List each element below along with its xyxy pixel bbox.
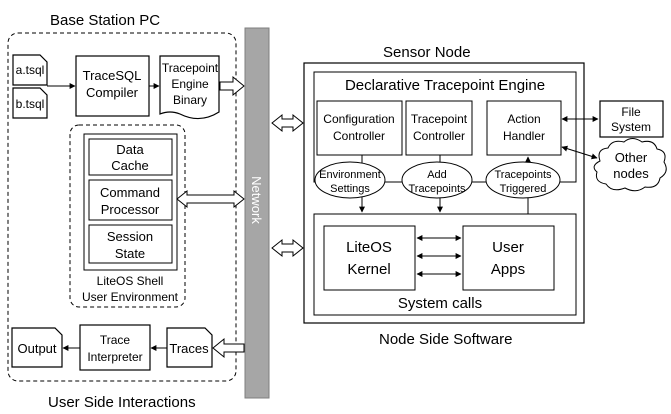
hollow-arrow-binary-network xyxy=(219,75,245,97)
hollow-arrow-network-node-top xyxy=(271,113,304,133)
output-label: Output xyxy=(17,341,56,356)
other-line-1: Other xyxy=(615,150,648,165)
engine-title: Declarative Tracepoint Engine xyxy=(345,77,545,94)
node-side-title: Node Side Software xyxy=(379,331,512,348)
data-cache-line-2: Cache xyxy=(111,158,149,173)
data-cache[interactable]: Data Cache xyxy=(88,138,173,176)
action-line-1: Action xyxy=(507,112,540,126)
network-label: Network xyxy=(249,176,264,224)
file-system[interactable]: File System xyxy=(599,100,664,138)
link-action-othernodes xyxy=(561,145,598,160)
trace-interpreter[interactable]: Trace Interpreter xyxy=(79,324,151,371)
env-line-2: Settings xyxy=(330,183,370,195)
interpreter-line-2: Interpreter xyxy=(87,350,142,364)
kernel-line-1: LiteOS xyxy=(346,239,392,256)
user-apps[interactable]: User Apps xyxy=(462,225,555,291)
action-handler[interactable]: Action Handler xyxy=(486,100,562,156)
shell-label-2: User Environment xyxy=(82,290,179,304)
binary-line-3: Binary xyxy=(173,93,207,107)
sensor-node-title: Sensor Node xyxy=(383,44,471,61)
traces-doc[interactable]: Traces xyxy=(166,327,213,368)
command-line-1: Command xyxy=(100,185,160,200)
oval-environment-settings: Environment Settings xyxy=(314,161,386,199)
trig-line-1: Tracepoints xyxy=(494,169,552,181)
liteos-shell-region xyxy=(69,124,186,308)
file-a[interactable]: a.tsql xyxy=(12,54,48,86)
tracepoint-line-2: Controller xyxy=(413,129,465,143)
fs-line-2: System xyxy=(611,120,651,134)
liteos-kernel[interactable]: LiteOS Kernel xyxy=(323,225,416,291)
base-station-title: Base Station PC xyxy=(50,12,160,29)
compiler-line-2: Compiler xyxy=(86,85,139,100)
session-line-2: State xyxy=(115,246,145,261)
hollow-arrow-network-node-bottom xyxy=(271,238,304,258)
fs-line-1: File xyxy=(621,105,641,119)
shell-label-1: LiteOS Shell xyxy=(97,274,164,288)
add-line-2: Tracepoints xyxy=(408,183,466,195)
config-line-2: Controller xyxy=(333,129,385,143)
env-line-1: Environment xyxy=(319,169,381,181)
compiler-line-1: TraceSQL xyxy=(83,68,142,83)
binary-line-1: Tracepoint xyxy=(162,61,219,75)
system-calls-label: System calls xyxy=(398,295,482,312)
action-line-2: Handler xyxy=(503,129,545,143)
base-station-region xyxy=(7,32,237,382)
file-b-label: b.tsql xyxy=(16,97,45,111)
output-doc[interactable]: Output xyxy=(11,327,63,368)
session-state[interactable]: Session State xyxy=(88,224,173,264)
oval-add-tracepoints: Add Tracepoints xyxy=(401,161,473,199)
tracesql-compiler[interactable]: TraceSQL Compiler xyxy=(75,55,150,117)
hollow-arrow-shell-network xyxy=(176,189,245,209)
interpreter-line-1: Trace xyxy=(100,333,131,347)
network-bar xyxy=(244,27,270,399)
trig-line-2: Triggered xyxy=(500,183,547,195)
file-a-label: a.tsql xyxy=(16,63,45,77)
oval-tracepoints-triggered: Tracepoints Triggered xyxy=(485,161,561,199)
other-line-2: nodes xyxy=(613,166,649,181)
apps-line-1: User xyxy=(492,239,524,256)
binary-line-2: Engine xyxy=(171,77,209,91)
other-nodes-cloud[interactable]: Other nodes xyxy=(593,138,667,192)
configuration-controller[interactable]: Configuration Controller xyxy=(316,100,403,156)
tracepoint-line-1: Tracepoint xyxy=(411,112,468,126)
command-processor[interactable]: Command Processor xyxy=(88,179,173,221)
tracepoint-engine-binary[interactable]: Tracepoint Engine Binary xyxy=(159,55,220,120)
session-line-1: Session xyxy=(107,229,153,244)
add-line-1: Add xyxy=(427,169,447,181)
kernel-line-2: Kernel xyxy=(347,261,390,278)
tracepoint-controller[interactable]: Tracepoint Controller xyxy=(405,100,473,156)
config-line-1: Configuration xyxy=(323,112,394,126)
file-b[interactable]: b.tsql xyxy=(12,87,48,119)
traces-label: Traces xyxy=(169,341,209,356)
user-side-title: User Side Interactions xyxy=(48,394,196,411)
apps-line-2: Apps xyxy=(491,261,525,278)
data-cache-line-1: Data xyxy=(116,142,144,157)
hollow-arrow-network-traces xyxy=(212,337,245,359)
command-line-2: Processor xyxy=(101,202,160,217)
